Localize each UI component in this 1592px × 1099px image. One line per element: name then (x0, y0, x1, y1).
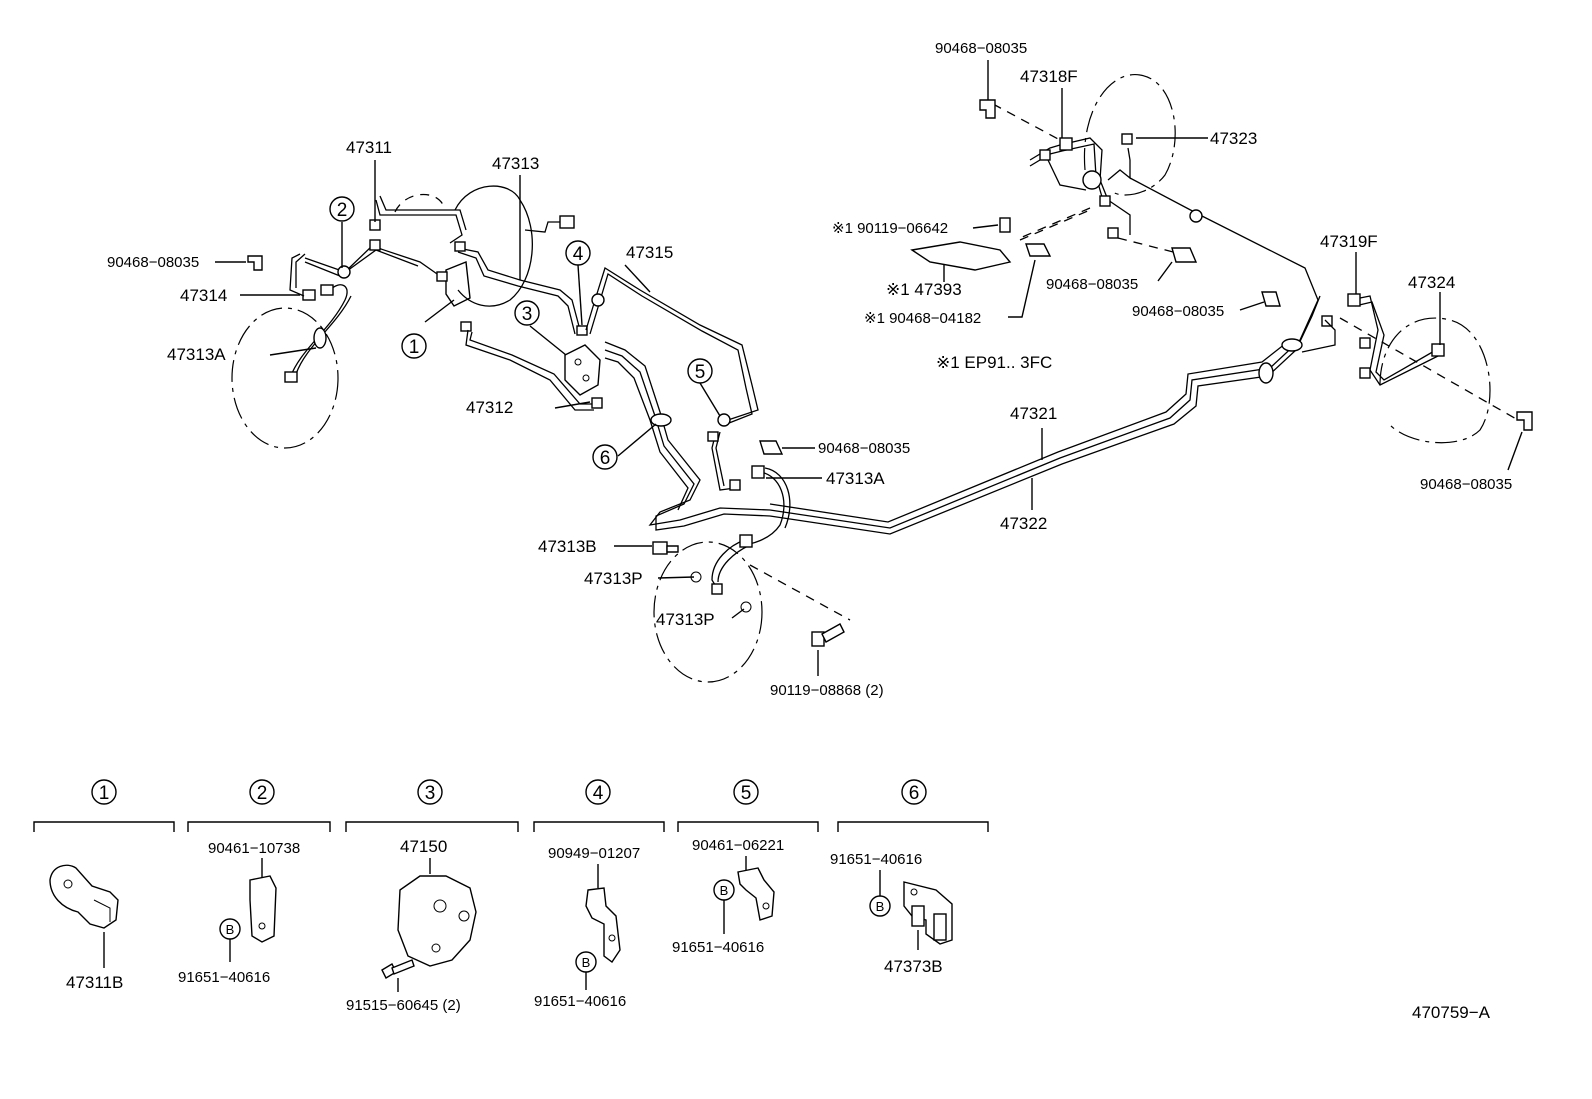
label-47150: 47150 (400, 837, 447, 856)
label-91651-40616-p4: 91651−40616 (534, 993, 626, 1010)
label-91515-60645: 91515−60645 (2) (346, 997, 461, 1014)
label-47313B: 47313B (538, 537, 597, 556)
detail-6: 6 91651−40616 B 47373B (830, 779, 989, 976)
label-47393: ※1 47393 (886, 280, 962, 299)
svg-text:1: 1 (409, 337, 420, 358)
label-47315: 47315 (626, 243, 673, 262)
label-47319F: 47319F (1320, 232, 1378, 251)
label-90461-10738: 90461−10738 (208, 840, 300, 857)
bracket-47393 (910, 241, 1012, 271)
label-47321: 47321 (1010, 404, 1057, 423)
label-47313P-2: 47313P (656, 610, 715, 629)
front-right-brake-assembly (652, 534, 851, 683)
proportioning-valve (445, 261, 471, 307)
label-47313P-1: 47313P (584, 569, 643, 588)
front-left-rotor-outline (231, 307, 339, 449)
part-47311B (49, 864, 119, 929)
detail-1: 1 47311B (33, 779, 175, 992)
svg-text:2: 2 (257, 783, 268, 804)
label-47312: 47312 (466, 398, 513, 417)
front-left-hose (289, 284, 348, 379)
label-90468-08035-r2: 90468−08035 (1132, 303, 1224, 320)
pipe-bundle (604, 341, 771, 526)
label-47323: 47323 (1210, 129, 1257, 148)
label-90468-08035-r3: 90468−08035 (1420, 476, 1512, 493)
label-91651-40616-p6: 91651−40616 (830, 851, 922, 868)
label-90468-08035-top: 90468−08035 (935, 40, 1027, 57)
detail-3: 3 47150 91515−60645 (2) (345, 779, 519, 1014)
svg-text:3: 3 (522, 304, 533, 325)
callout-3: 3 (514, 300, 540, 326)
svg-text:6: 6 (909, 783, 920, 804)
label-47314: 47314 (180, 286, 227, 305)
label-47311: 47311 (346, 138, 392, 157)
label-91651-40616-p5: 91651−40616 (672, 939, 764, 956)
part-47150 (397, 875, 477, 967)
label-90949-01207: 90949−01207 (548, 845, 640, 862)
pipe-47312 (465, 329, 594, 411)
leader-lines (215, 60, 1523, 676)
part-90949-01207 (585, 887, 621, 964)
detail-4: 4 90949−01207 B 91651−40616 (533, 779, 665, 1010)
label-90461-06221: 90461−06221 (692, 837, 784, 854)
diagram-id: 470759−A (1412, 1003, 1491, 1022)
label-90468-04182: ※1 90468−04182 (864, 310, 981, 327)
label-47324: 47324 (1408, 273, 1455, 292)
detail-5: 5 90461−06221 B 91651−40616 (672, 779, 819, 956)
rear-right-brake-assembly (1301, 293, 1533, 444)
pipe-47315 (585, 267, 759, 421)
svg-text:4: 4 (593, 783, 604, 804)
note-ep91: ※1 EP91.. 3FC (936, 353, 1052, 372)
svg-text:5: 5 (695, 362, 706, 383)
label-90119-06642: ※1 90119−06642 (832, 220, 948, 237)
callout-4: 4 (565, 240, 591, 266)
part-90461-10738 (249, 875, 277, 943)
callout-6: 6 (592, 444, 618, 470)
main-callouts: 1 2 3 4 5 6 (329, 196, 713, 470)
detail-2: 2 90461−10738 B 91651−40616 (178, 779, 331, 986)
detail-panels: 1 47311B 2 90461−10738 B 91651−40616 3 (33, 779, 989, 1014)
label-90468-08035-mid: 90468−08035 (818, 440, 910, 457)
part-labels: 90468−08035 47314 47313A 47311 47313 473… (107, 40, 1512, 699)
svg-text:4: 4 (573, 244, 584, 265)
label-91651-40616-p2: 91651−40616 (178, 969, 270, 986)
svg-text:3: 3 (425, 783, 436, 804)
part-90461-06221 (737, 867, 775, 921)
label-47322: 47322 (1000, 514, 1047, 533)
label-47318F: 47318F (1020, 67, 1078, 86)
label-47373B: 47373B (884, 957, 943, 976)
svg-text:B: B (582, 955, 591, 970)
svg-text:B: B (876, 899, 885, 914)
svg-text:6: 6 (600, 448, 611, 469)
label-90119-08868: 90119−08868 (2) (770, 682, 884, 699)
label-47311B: 47311B (66, 973, 123, 992)
label-90468-08035-r1: 90468−08035 (1046, 276, 1138, 293)
svg-text:B: B (226, 922, 235, 937)
three-way-valve (564, 344, 601, 396)
callout-2: 2 (329, 196, 355, 222)
rear-left-brake-assembly (910, 74, 1281, 307)
svg-text:B: B (720, 883, 729, 898)
label-47313: 47313 (492, 154, 539, 173)
front-left-brake-assembly (231, 245, 472, 449)
svg-text:5: 5 (741, 783, 752, 804)
callout-1: 1 (401, 333, 427, 359)
pipe-47321 (769, 177, 1319, 529)
label-47313A-left: 47313A (167, 345, 226, 364)
svg-text:2: 2 (337, 200, 348, 221)
callout-5: 5 (687, 358, 713, 384)
svg-text:1: 1 (99, 783, 110, 804)
label-90468-08035-left: 90468−08035 (107, 254, 199, 271)
label-47313A-mid: 47313A (826, 469, 885, 488)
